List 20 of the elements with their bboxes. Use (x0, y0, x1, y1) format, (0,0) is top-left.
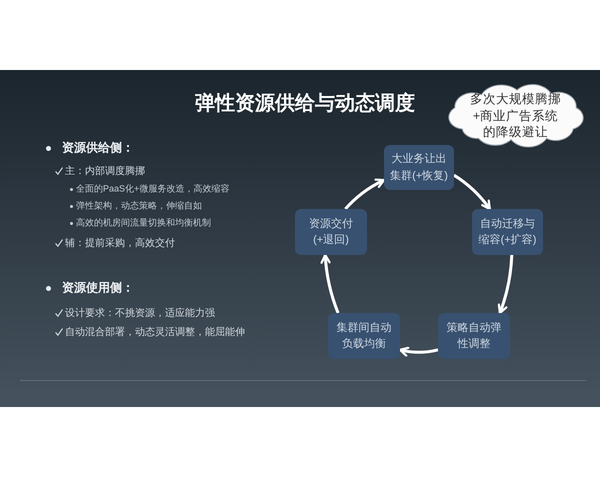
arrow (453, 174, 492, 210)
process-box: 资源交付(+退回) (295, 209, 367, 255)
list-item: 辅：提前采购，高效交付 (65, 236, 175, 250)
list-item: 主：内部调度腾挪 (65, 164, 145, 178)
arrow (320, 254, 340, 314)
arrow (398, 346, 438, 357)
list-item: 资源供给侧： (62, 140, 134, 156)
process-box: 大业务让出集群(+恢复) (384, 145, 454, 190)
process-box: 集群间自动负载均衡 (328, 313, 400, 359)
process-box: 策略自动弹性调整 (438, 313, 510, 359)
list-item: 自动混合部署，动态灵活调整，能屈能伸 (65, 326, 245, 339)
list-item: 全面的PaaS化+微服务改造，高效缩容 (76, 182, 230, 196)
list-item: 设计要求：不挑资源，适应能力强 (65, 306, 215, 320)
list-item: 资源使用侧： (62, 280, 134, 296)
arrow (498, 254, 514, 314)
list-item: 高效的机房间流量切换和均衡机制 (76, 216, 211, 230)
arrow (344, 178, 386, 210)
slide-title: 弹性资源供给与动态调度 (195, 91, 415, 116)
list-item: 弹性架构，动态策略，伸缩自如 (76, 200, 202, 212)
process-box: 自动迁移与缩容(+扩容) (472, 209, 543, 255)
